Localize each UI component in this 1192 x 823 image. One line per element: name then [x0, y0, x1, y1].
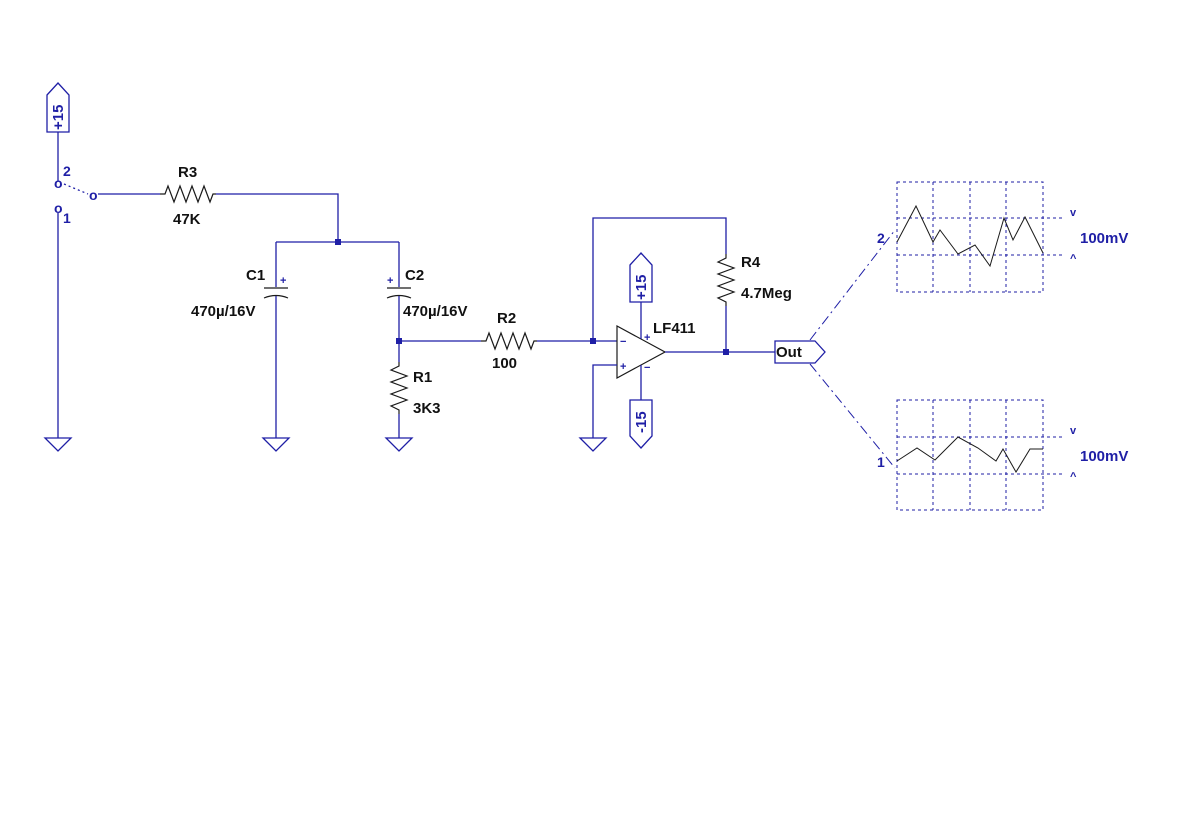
scope2-top-mark: v: [1070, 207, 1077, 219]
opamp-vplus-sign: +: [644, 332, 650, 344]
scope2-channel-label: 2: [877, 230, 885, 246]
scope1-trace: [896, 436, 1043, 473]
power-flag-opamp-neg: -15: [629, 399, 653, 449]
r1-value: 3K3: [413, 400, 441, 417]
opamp-noninv-sign: +: [620, 361, 626, 373]
scope1-channel-label: 1: [877, 454, 885, 470]
wire-noninv-ground: [592, 364, 617, 438]
capacitor-c1-plate-neg: [263, 294, 289, 299]
switch-common: o: [89, 187, 98, 203]
capacitor-c2-plate-neg: [386, 294, 412, 299]
scope2-bottom-mark: ^: [1070, 253, 1077, 265]
power-flag-opamp-pos: +15: [629, 252, 653, 303]
power-flag-opamp-neg-label: -15: [633, 411, 650, 433]
c1-polarity: +: [280, 275, 286, 287]
opamp-inv-sign: −: [620, 336, 626, 348]
output-port[interactable]: Out: [774, 340, 826, 364]
c2-name: C2: [405, 267, 424, 284]
scope2-scale: 100mV: [1080, 230, 1128, 247]
c1-name: C1: [246, 267, 265, 284]
resistor-r2: [481, 331, 537, 351]
ground-symbol-left: [43, 437, 73, 452]
wire-feedback: [592, 217, 727, 341]
junction-dot-out: [723, 349, 729, 355]
r1-name: R1: [413, 369, 432, 386]
scope-channel-2: 2 v ^ 100mV: [877, 181, 1128, 293]
probe-line-ch1: [809, 363, 896, 469]
r3-value: 47K: [173, 211, 201, 228]
ground-symbol-r1: [384, 437, 414, 452]
power-flag-switch: +15: [46, 82, 70, 133]
r3-name: R3: [178, 164, 197, 181]
scope1-bottom-mark: ^: [1070, 471, 1077, 483]
switch-pos-bottom-label: 1: [63, 210, 71, 226]
opamp-vminus-sign: −: [644, 362, 650, 374]
probe-line-ch2: [809, 229, 896, 341]
output-port-label: Out: [776, 344, 802, 361]
resistor-r1: [389, 362, 409, 414]
r2-value: 100: [492, 355, 517, 372]
switch-lever: [63, 183, 89, 195]
c2-value: 470µ/16V: [403, 303, 468, 320]
r4-name: R4: [741, 254, 761, 271]
opamp-name: LF411: [653, 320, 696, 337]
power-flag-switch-label: +15: [50, 105, 67, 130]
c1-value: 470µ/16V: [191, 303, 256, 320]
spdt-switch: o o o 2 1: [54, 163, 98, 226]
resistor-r3: [160, 184, 216, 204]
scope-channel-1: 1 v ^ 100mV: [877, 399, 1128, 511]
r4-value: 4.7Meg: [741, 285, 792, 302]
switch-contact-2: o: [54, 175, 63, 191]
r2-name: R2: [497, 310, 516, 327]
scope1-scale: 100mV: [1080, 448, 1128, 465]
resistor-r4: [716, 254, 736, 306]
ground-symbol-opamp: [578, 437, 608, 452]
ground-symbol-c1: [261, 437, 291, 452]
wire-r3-node: [216, 193, 339, 242]
switch-pos-top-label: 2: [63, 163, 71, 179]
scope2-trace: [896, 204, 1044, 268]
power-flag-opamp-pos-label: +15: [633, 275, 650, 300]
scope1-top-mark: v: [1070, 425, 1077, 437]
c2-polarity: +: [387, 275, 393, 287]
switch-contact-1: o: [54, 200, 63, 216]
junction-dot-caps: [335, 239, 341, 245]
